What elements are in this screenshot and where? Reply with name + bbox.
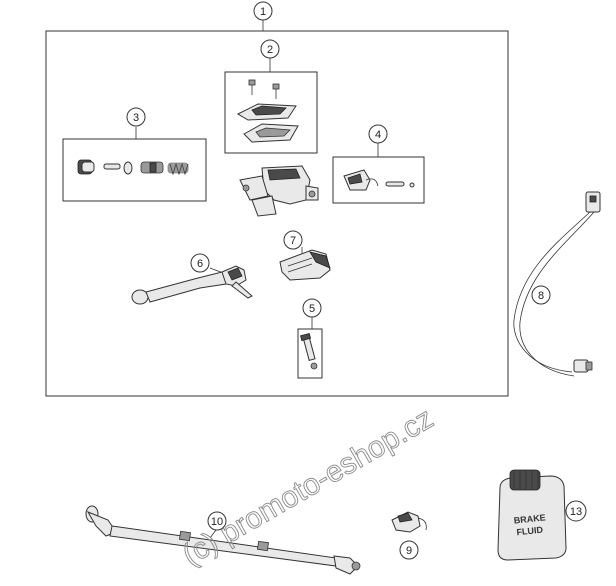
brake-light-switch-cable [513,191,601,377]
brake-fluid-label-line1: BRAKE [513,512,546,525]
subgroup-4-frame [332,156,425,204]
svg-text:1: 1 [260,6,266,18]
assembly-frame [45,30,509,397]
callout-5[interactable]: 5 [302,298,322,318]
callout-7[interactable]: 7 [283,230,303,250]
handlebar-clamp [279,249,331,281]
callout-4[interactable]: 4 [368,124,388,144]
subgroup-5-frame [297,328,323,379]
subgroup-3-frame [62,138,207,202]
reservoir-diaphragm [243,123,299,143]
svg-text:9: 9 [406,545,412,557]
callout-3[interactable]: 3 [126,107,146,127]
small-clamp [391,511,427,533]
callout-9[interactable]: 9 [399,540,419,560]
svg-text:6: 6 [197,258,203,270]
callout-6[interactable]: 6 [190,253,210,273]
adjuster-screw [300,332,318,370]
svg-text:10: 10 [211,516,223,528]
svg-text:8: 8 [538,290,544,302]
callout-1[interactable]: 1 [253,1,273,21]
svg-text:13: 13 [570,506,582,518]
reservoir-cap [236,103,297,121]
lever-pivot-kit [343,169,415,191]
svg-text:2: 2 [267,44,273,56]
svg-text:4: 4 [375,129,381,141]
callout-8[interactable]: 8 [531,285,551,305]
watermark-text: (c) promoto-eshop.cz [177,402,439,572]
svg-text:3: 3 [133,112,139,124]
hand-lever [131,265,253,305]
reservoir-cover-screws [248,79,280,99]
brake-hose [85,505,361,575]
callout-13[interactable]: 13 [565,500,587,522]
svg-text:7: 7 [290,235,296,247]
callout-10[interactable]: 10 [207,511,227,531]
brake-fluid-bottle: BRAKE FLUID [497,469,567,561]
master-cylinder-body [239,165,319,217]
callout-2[interactable]: 2 [260,39,280,59]
brake-fluid-label-line2: FLUID [516,525,544,538]
piston-kit [77,159,189,176]
subgroup-2-frame [224,71,318,154]
svg-text:5: 5 [309,303,315,315]
